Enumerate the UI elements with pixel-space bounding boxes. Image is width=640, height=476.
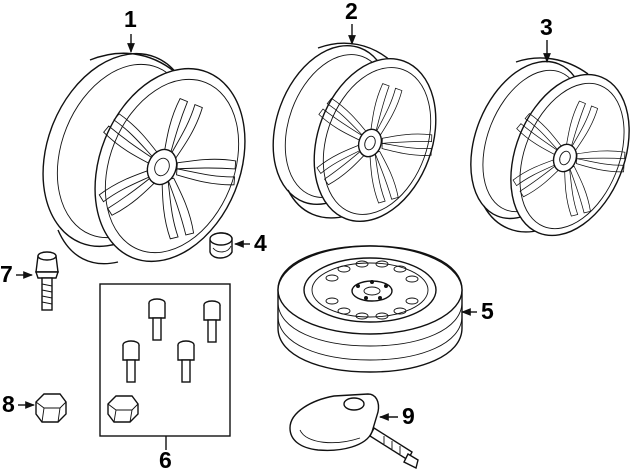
callout-8: 8 [2, 391, 15, 417]
callout-3: 3 [540, 14, 553, 40]
spare-wheel [277, 245, 463, 373]
callout-1: 1 [124, 6, 137, 32]
lug-nut-cap [35, 393, 67, 423]
wheel-3 [470, 57, 630, 237]
lock-3 [122, 340, 140, 383]
lock-4 [177, 340, 195, 383]
lug-bolt [35, 251, 59, 311]
center-cap [209, 232, 233, 259]
lock-kit [99, 283, 231, 437]
wheel-2 [272, 42, 437, 223]
callout-2: 2 [345, 0, 358, 24]
callout-5: 5 [481, 298, 494, 324]
callout-6: 6 [159, 447, 172, 473]
lock-1 [148, 298, 166, 341]
callout-9: 9 [402, 403, 415, 429]
callout-4: 4 [254, 230, 267, 256]
callout-7: 7 [0, 261, 13, 287]
tpms-sensor [289, 393, 419, 470]
leader-lines [16, 24, 551, 450]
lock-key [107, 395, 139, 423]
wheel-1 [42, 52, 246, 265]
lock-2 [203, 300, 221, 343]
